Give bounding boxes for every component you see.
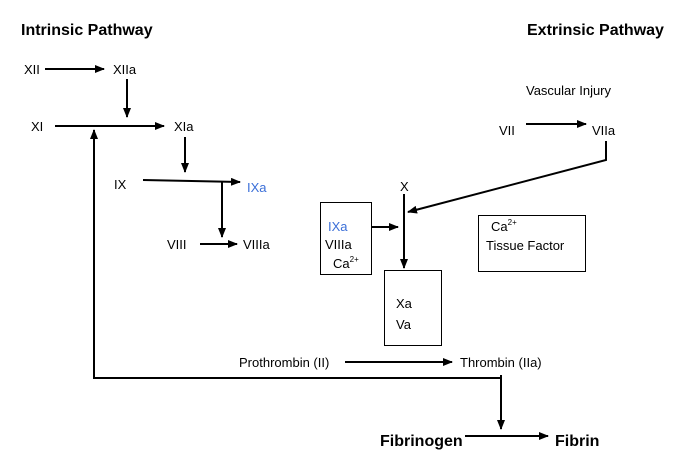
tenase-calcium: Ca2+	[333, 255, 359, 272]
fibrinogen-label: Fibrinogen	[380, 433, 463, 450]
vascular-injury-label: Vascular Injury	[526, 83, 612, 98]
factor-xii: XII	[24, 62, 40, 77]
thrombin-label: Thrombin (IIa)	[460, 355, 542, 370]
factor-vii: VII	[499, 123, 515, 138]
prothrombin-label: Prothrombin (II)	[239, 355, 330, 370]
factor-x: X	[400, 179, 409, 194]
factor-ix: IX	[114, 177, 127, 192]
factor-xia: XIa	[174, 119, 194, 134]
tissue-factor-box	[478, 215, 586, 272]
tenase-ixa: IXa	[328, 219, 348, 234]
arrow-viia-to-x	[407, 141, 607, 214]
extrinsic-pathway-title: Extrinsic Pathway	[527, 22, 664, 39]
fibrin-label: Fibrin	[555, 433, 600, 450]
factor-va: Va	[396, 317, 411, 332]
intrinsic-pathway-title: Intrinsic Pathway	[21, 22, 153, 39]
factor-viii: VIII	[167, 237, 187, 252]
tenase-complex-box	[320, 202, 372, 275]
prothrombinase-box	[384, 270, 442, 346]
tissue-factor-label: Tissue Factor	[486, 238, 565, 253]
factor-ixa: IXa	[247, 180, 267, 195]
tissue-factor-calcium: Ca2+	[491, 218, 517, 235]
factor-xiia: XIIa	[113, 62, 137, 77]
tenase-viiia: VIIIa	[325, 237, 352, 252]
factor-viiia: VIIIa	[243, 237, 270, 252]
factor-viia: VIIa	[592, 123, 616, 138]
factor-xa: Xa	[396, 296, 412, 311]
arrow-ix-to-ixa	[142, 177, 241, 186]
arrow-thrombin-feedback-to-xi	[90, 129, 502, 379]
factor-xi: XI	[31, 119, 44, 134]
